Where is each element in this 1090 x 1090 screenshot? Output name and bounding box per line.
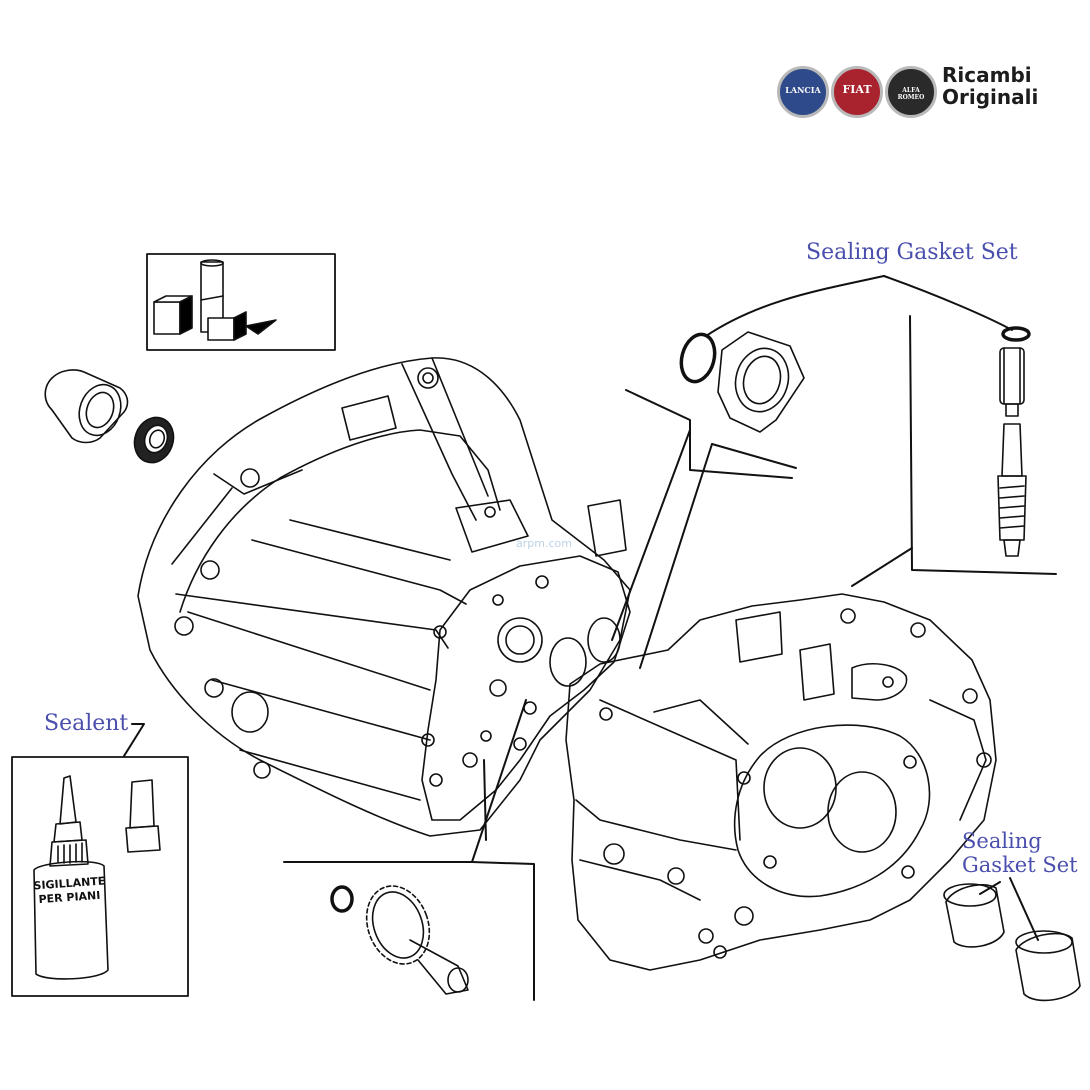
output-gear [330, 885, 469, 995]
brand-text: Ricambi Originali [942, 64, 1038, 108]
housing-face [421, 555, 631, 821]
right-gasket-parts [943, 883, 1081, 1002]
left-flange-seal [44, 369, 175, 464]
fiat-badge-label: FIAT [842, 83, 872, 96]
bell-housing [137, 357, 631, 837]
sealant-tube-label: SIGILLANTE PER PIANI [33, 874, 106, 908]
watermark: arpm.com [516, 537, 572, 550]
right-gasket-label-line-2: Gasket Set [962, 853, 1078, 878]
right-gasket-label: Sealing Gasket Set [962, 829, 1078, 877]
leader-lines [123, 275, 1057, 1001]
brand-line-2: Originali [942, 85, 1039, 109]
right-gasket-label-line-1: Sealing [962, 829, 1042, 853]
brand-line-1: Ricambi [942, 63, 1032, 87]
sealant-kit-box [146, 253, 336, 351]
speedometer-shaft [997, 347, 1027, 557]
alfa-romeo-badge-label: ALFA ROMEO [897, 87, 925, 101]
lancia-badge-label: LANCIA [785, 85, 821, 95]
top-gasket-label: Sealing Gasket Set [806, 240, 1018, 265]
brand-logo: LANCIA FIAT ALFA ROMEO Ricambi Originali [775, 60, 1045, 120]
fiat-badge: FIAT [831, 66, 883, 118]
sealent-label: Sealent [44, 711, 129, 736]
sealant-box [11, 756, 189, 997]
lancia-badge: LANCIA [777, 66, 829, 118]
gearbox-case [565, 593, 997, 971]
alfa-romeo-badge: ALFA ROMEO [885, 66, 937, 118]
top-gasket-parts [679, 326, 1031, 433]
